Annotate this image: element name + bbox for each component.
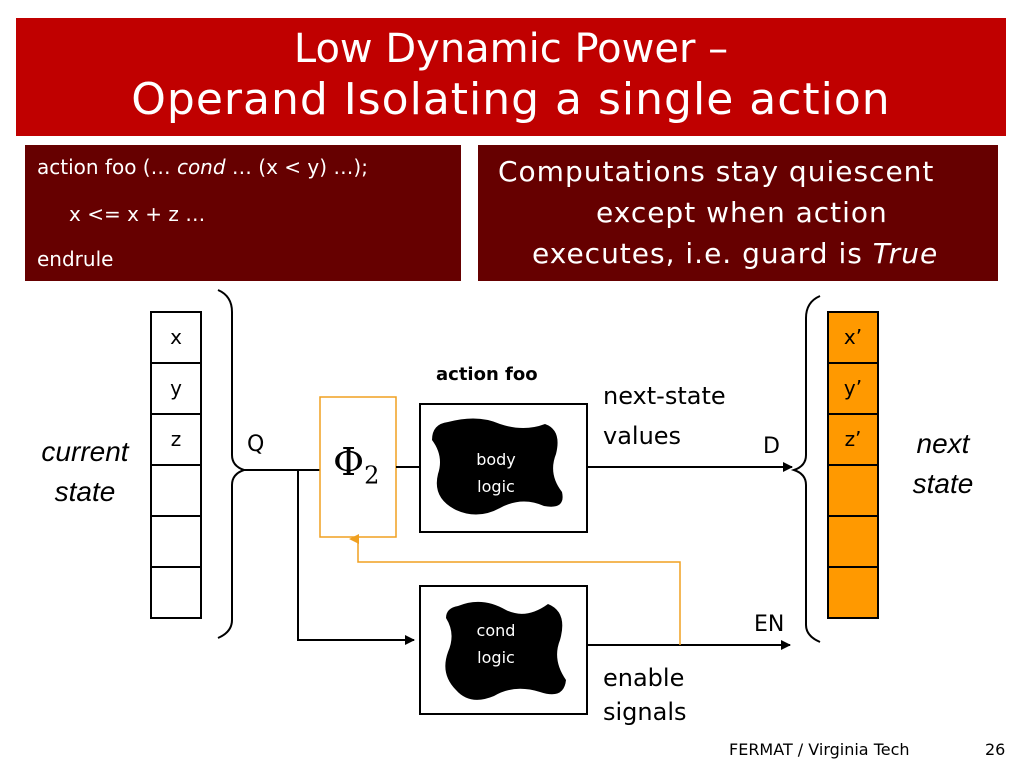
description-line-2: except when action	[596, 196, 888, 229]
page-number: 26	[985, 740, 1006, 759]
current-reg-cell: x	[170, 325, 182, 349]
body-logic-label-2: logic	[477, 477, 515, 496]
isolation-subscript: 2	[364, 461, 380, 490]
code-box: action foo (… cond … (x < y) …); x <= x …	[25, 145, 461, 281]
code-line-2: x <= x + z …	[69, 202, 206, 226]
next-state-label-1: next	[916, 428, 970, 459]
enable-signals-label-1: enable	[603, 664, 685, 692]
isolation-symbol: Φ2	[333, 440, 379, 490]
description-line-3-emphasis: True	[872, 237, 939, 270]
isolation-box	[319, 396, 397, 538]
body-logic-label-1: body	[476, 450, 516, 469]
next-reg-cell: x’	[843, 325, 863, 349]
d-label: D	[763, 434, 780, 459]
slide-title-line2: Operand Isolating a single action	[131, 74, 891, 125]
current-state-label-2: state	[54, 476, 116, 507]
current-state-label-1: current	[41, 436, 129, 467]
enable-signals-label-2: signals	[603, 698, 687, 726]
code-line-1-prefix: action foo (…	[37, 155, 177, 179]
description-line-3-prefix: executes, i.e. guard is	[532, 237, 873, 270]
code-line-3: endrule	[37, 247, 114, 271]
current-reg-cell: y	[170, 376, 182, 400]
footer-source: FERMAT / Virginia Tech	[729, 740, 910, 759]
description-box: Computations stay quiescent except when …	[478, 145, 998, 281]
cond-logic-blob	[445, 601, 566, 700]
left-brace	[217, 289, 248, 639]
slide-title-line1: Low Dynamic Power –	[293, 26, 729, 72]
next-state-values-label-1: next-state	[603, 382, 726, 410]
q-label: Q	[247, 432, 265, 457]
current-state-register	[150, 311, 202, 619]
title-bar: Low Dynamic Power – Operand Isolating a …	[16, 18, 1006, 136]
code-line-1-suffix: … (x < y) …);	[225, 155, 368, 179]
next-state-register	[827, 311, 879, 619]
q-to-cond-wire	[297, 470, 415, 645]
right-brace	[790, 295, 821, 643]
code-line-1-cond: cond	[176, 155, 226, 179]
next-state-label-2: state	[912, 468, 974, 499]
code-line-1: action foo (… cond … (x < y) …);	[37, 155, 368, 179]
description-line-1: Computations stay quiescent	[498, 155, 935, 188]
en-label: EN	[754, 612, 785, 637]
cond-logic-label-1: cond	[476, 621, 516, 640]
cond-logic-label-2: logic	[477, 648, 515, 667]
enable-feedback-wire	[349, 534, 681, 645]
action-label: action foo	[436, 364, 538, 385]
next-state-values-label-2: values	[603, 422, 682, 450]
isolation-phi: Φ	[333, 440, 365, 484]
description-line-3: executes, i.e. guard is True	[532, 237, 938, 270]
next-reg-cell: y’	[843, 376, 863, 400]
current-reg-cell: z	[170, 427, 182, 451]
next-reg-cell: z’	[844, 427, 862, 451]
body-logic-blob	[432, 418, 563, 515]
